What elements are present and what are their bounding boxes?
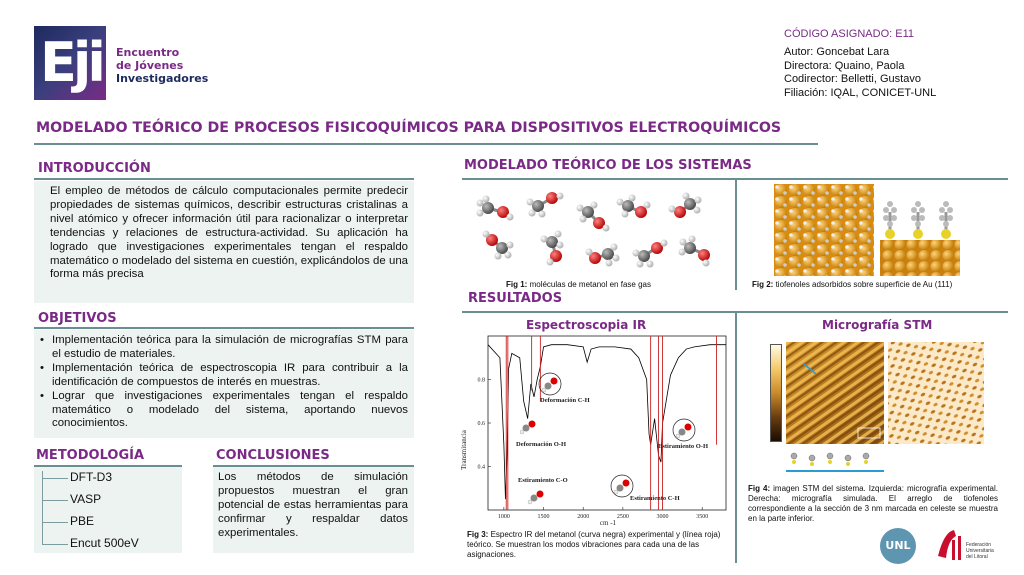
objectives-heading: OBJETIVOS [38, 311, 117, 326]
series-line-experimental [487, 344, 726, 500]
x-tick-label: 1000 [498, 514, 510, 520]
fig1-text: moléculas de metanol en fase gas [527, 280, 651, 289]
conclusions-heading: CONCLUSIONES [216, 448, 330, 463]
author-block: Autor: Goncebat Lara Directora: Quaino, … [784, 46, 936, 100]
fig2-caption: Fig 2: tiofenoles adsorbidos sobre super… [752, 280, 952, 289]
annotation-deformacion-oh: Deformación O-H [516, 441, 566, 448]
code-label: CÓDIGO ASIGNADO: E11 [784, 28, 914, 40]
y-tick-label: 0.6 [478, 421, 486, 427]
objectives-rule [34, 327, 414, 329]
tree-branch [42, 478, 68, 479]
results-divider [735, 313, 737, 563]
fuL-logo: Federación Universitaria del Litoral [938, 530, 994, 560]
method-item: PBE [70, 514, 95, 528]
svg-text:Federación: Federación [966, 542, 991, 548]
x-tick-label: 2000 [577, 514, 589, 520]
annotation-estiramiento-ch: Estiramiento C-H [630, 495, 680, 502]
results-rule [462, 311, 1008, 313]
fig2-label: Fig 2: [752, 280, 774, 289]
method-item: DFT-D3 [70, 470, 112, 484]
methodology-heading: METODOLOGÍA [36, 448, 145, 463]
y-tick-label: 0.4 [478, 465, 486, 471]
tree-branch [42, 522, 68, 523]
y-tick-label: 0.8 [478, 378, 486, 384]
svg-text:del Litoral: del Litoral [966, 554, 988, 560]
annotation-estiramiento-oh: Estiramiento O-H [658, 443, 708, 450]
title-rule [34, 143, 818, 145]
stm-experimental-image [786, 342, 884, 444]
chart-plot-area [487, 335, 727, 511]
author: Autor: Goncebat Lara [784, 46, 890, 58]
chart-series [487, 336, 726, 510]
stm-title: Micrografía STM [822, 318, 933, 332]
fig4-text: imagen STM del sistema. Izquierda: micro… [748, 484, 998, 523]
ir-title: Espectroscopia IR [526, 318, 647, 332]
method-item: Encut 500eV [70, 536, 139, 550]
annotation-estiramiento-co: Estiramiento C-O [518, 477, 568, 484]
modeling-rule [462, 178, 1008, 180]
results-heading: RESULTADOS [468, 291, 563, 306]
chart-ticks: 1000 1500 2000 2500 3000 3500 0.4 0.6 0.8 [478, 378, 709, 521]
objectives-list: Implementación teórica para la simulació… [40, 334, 408, 431]
objectives-panel: Implementación teórica para la simulació… [34, 330, 414, 438]
method-item: VASP [70, 492, 102, 506]
mode-icon [519, 372, 696, 505]
fig2-text: tiofenoles adsorbidos sobre superficie d… [773, 280, 953, 289]
logo-letters: Eji [40, 31, 106, 94]
au-surface-top-view [774, 184, 874, 276]
thiophenol-au-figure [774, 184, 960, 276]
stm-simulated-image [888, 342, 984, 444]
modeling-heading: MODELADO TEÓRICO DE LOS SISTEMAS [464, 158, 752, 173]
thiophenol-array-figure [786, 452, 884, 472]
conclusions-rule [213, 465, 414, 467]
logo-line-3: Investigadores [116, 72, 209, 85]
annotation-deformacion-ch: Deformación C-H [540, 397, 590, 404]
tree-branch [42, 544, 68, 545]
x-tick-label: 1500 [538, 514, 550, 520]
affiliation: Filiación: IQAL, CONICET-UNL [784, 86, 937, 99]
logo-text: Encuentro de Jóvenes Investigadores [116, 46, 208, 85]
tree-line [42, 471, 43, 545]
logo-line-1: Encuentro [116, 46, 180, 59]
fig4-caption: Fig 4: imagen STM del sistema. Izquierda… [748, 484, 998, 524]
eji-logo: Eji [34, 26, 106, 100]
x-tick-label: 2500 [617, 514, 629, 520]
x-tick-label: 3500 [696, 514, 708, 520]
tree-branch [42, 500, 68, 501]
x-tick-label: 3000 [657, 514, 669, 520]
fig3-label: Fig 3: [467, 530, 489, 539]
intro-rule [34, 178, 414, 180]
unl-logo: UNL [880, 528, 916, 564]
stm-colorbar [770, 344, 782, 442]
intro-heading: INTRODUCCIÓN [38, 161, 151, 176]
methodology-rule [34, 465, 182, 467]
fig4-label: Fig 4: [748, 484, 771, 493]
fig1-label: Fig 1: [506, 280, 528, 289]
objective-item: Implementación teórica de espectroscopia… [40, 362, 408, 390]
fig3-caption: Fig 3: Espectro IR del metanol (curva ne… [467, 530, 731, 560]
director: Directora: Quaino, Paola [784, 59, 905, 72]
fig1-caption: Fig 1: moléculas de metanol en fase gas [506, 280, 651, 289]
modeling-divider [735, 180, 737, 290]
svg-text:Universitaria: Universitaria [966, 548, 994, 554]
y-axis-label: Transmitancia [460, 429, 468, 470]
methodology-panel: DFT-D3 VASP PBE Encut 500eV [34, 467, 182, 553]
x-axis-label: cm -1 [600, 519, 617, 527]
objective-item: Lograr que investigaciones experimentale… [40, 390, 408, 432]
molecule-group [476, 192, 710, 268]
objective-item: Implementación teórica para la simulació… [40, 334, 408, 362]
au-side-view [880, 201, 960, 276]
fig3-text: Espectro IR del metanol (curva negra) ex… [467, 530, 721, 559]
poster-title: MODELADO TEÓRICO DE PROCESOS FISICOQUÍMI… [36, 120, 782, 136]
intro-text: El empleo de métodos de cálculo computac… [34, 181, 414, 303]
logo-line-2: de Jóvenes [116, 59, 184, 72]
methanol-molecules-figure [476, 192, 710, 268]
ir-spectrum-chart: 1000 1500 2000 2500 3000 3500 0.4 0.6 0.8 Transm… [460, 335, 727, 527]
conclusions-text: Los métodos de simulación propuestos mue… [213, 467, 414, 553]
codirector: Codirector: Belletti, Gustavo [784, 73, 921, 85]
